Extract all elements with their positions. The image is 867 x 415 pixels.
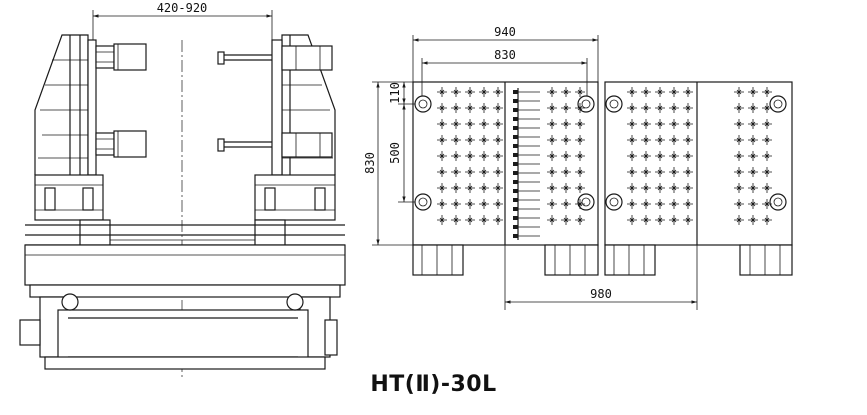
bolt-hole-tl [414, 95, 432, 113]
stroke-dimension: 420-920 [92, 1, 273, 42]
platen-height-dimension: 830 [363, 81, 413, 246]
threaded-hole-pattern [437, 87, 772, 225]
left-upper-cylinder [95, 43, 147, 71]
bolt-spacing-h-label: 830 [494, 48, 516, 62]
right-upper-cylinder [217, 45, 333, 71]
base-frame [19, 284, 341, 370]
total-span-label: 980 [590, 287, 612, 301]
right-lower-cylinder [217, 132, 333, 158]
total-span-dimension: 980 [504, 245, 698, 310]
platen-width-label: 940 [494, 25, 516, 39]
bolt-spacing-v-label: 500 [388, 142, 402, 164]
guide-rails [24, 224, 346, 286]
left-carriage [34, 174, 104, 221]
left-lower-cylinder [95, 130, 147, 158]
fixed-platen [412, 81, 599, 276]
bolt-spacing-h-dimension: 830 [421, 48, 588, 100]
model-caption: HT(Ⅱ)-30L [370, 372, 497, 397]
platen-views: 940 830 830 110 500 [363, 25, 793, 310]
machine-front-view: 420-920 [19, 1, 346, 380]
bolt-hole-2-tr [769, 95, 787, 113]
platen-height-label: 830 [363, 152, 377, 174]
platen-width-dimension: 940 [412, 25, 599, 82]
left-head-frame [34, 34, 97, 176]
right-carriage [254, 174, 336, 221]
stroke-dimension-label: 420-920 [157, 1, 208, 15]
bolt-spacing-v-dimension: 500 [388, 104, 420, 203]
bolt-hole-bl [414, 193, 432, 211]
bolt-hole-2-bl [605, 193, 623, 211]
bolt-hole-2-br [769, 193, 787, 211]
bolt-hole-2-tl [605, 95, 623, 113]
moving-platen [604, 81, 793, 276]
edge-offset-label: 110 [388, 82, 402, 104]
